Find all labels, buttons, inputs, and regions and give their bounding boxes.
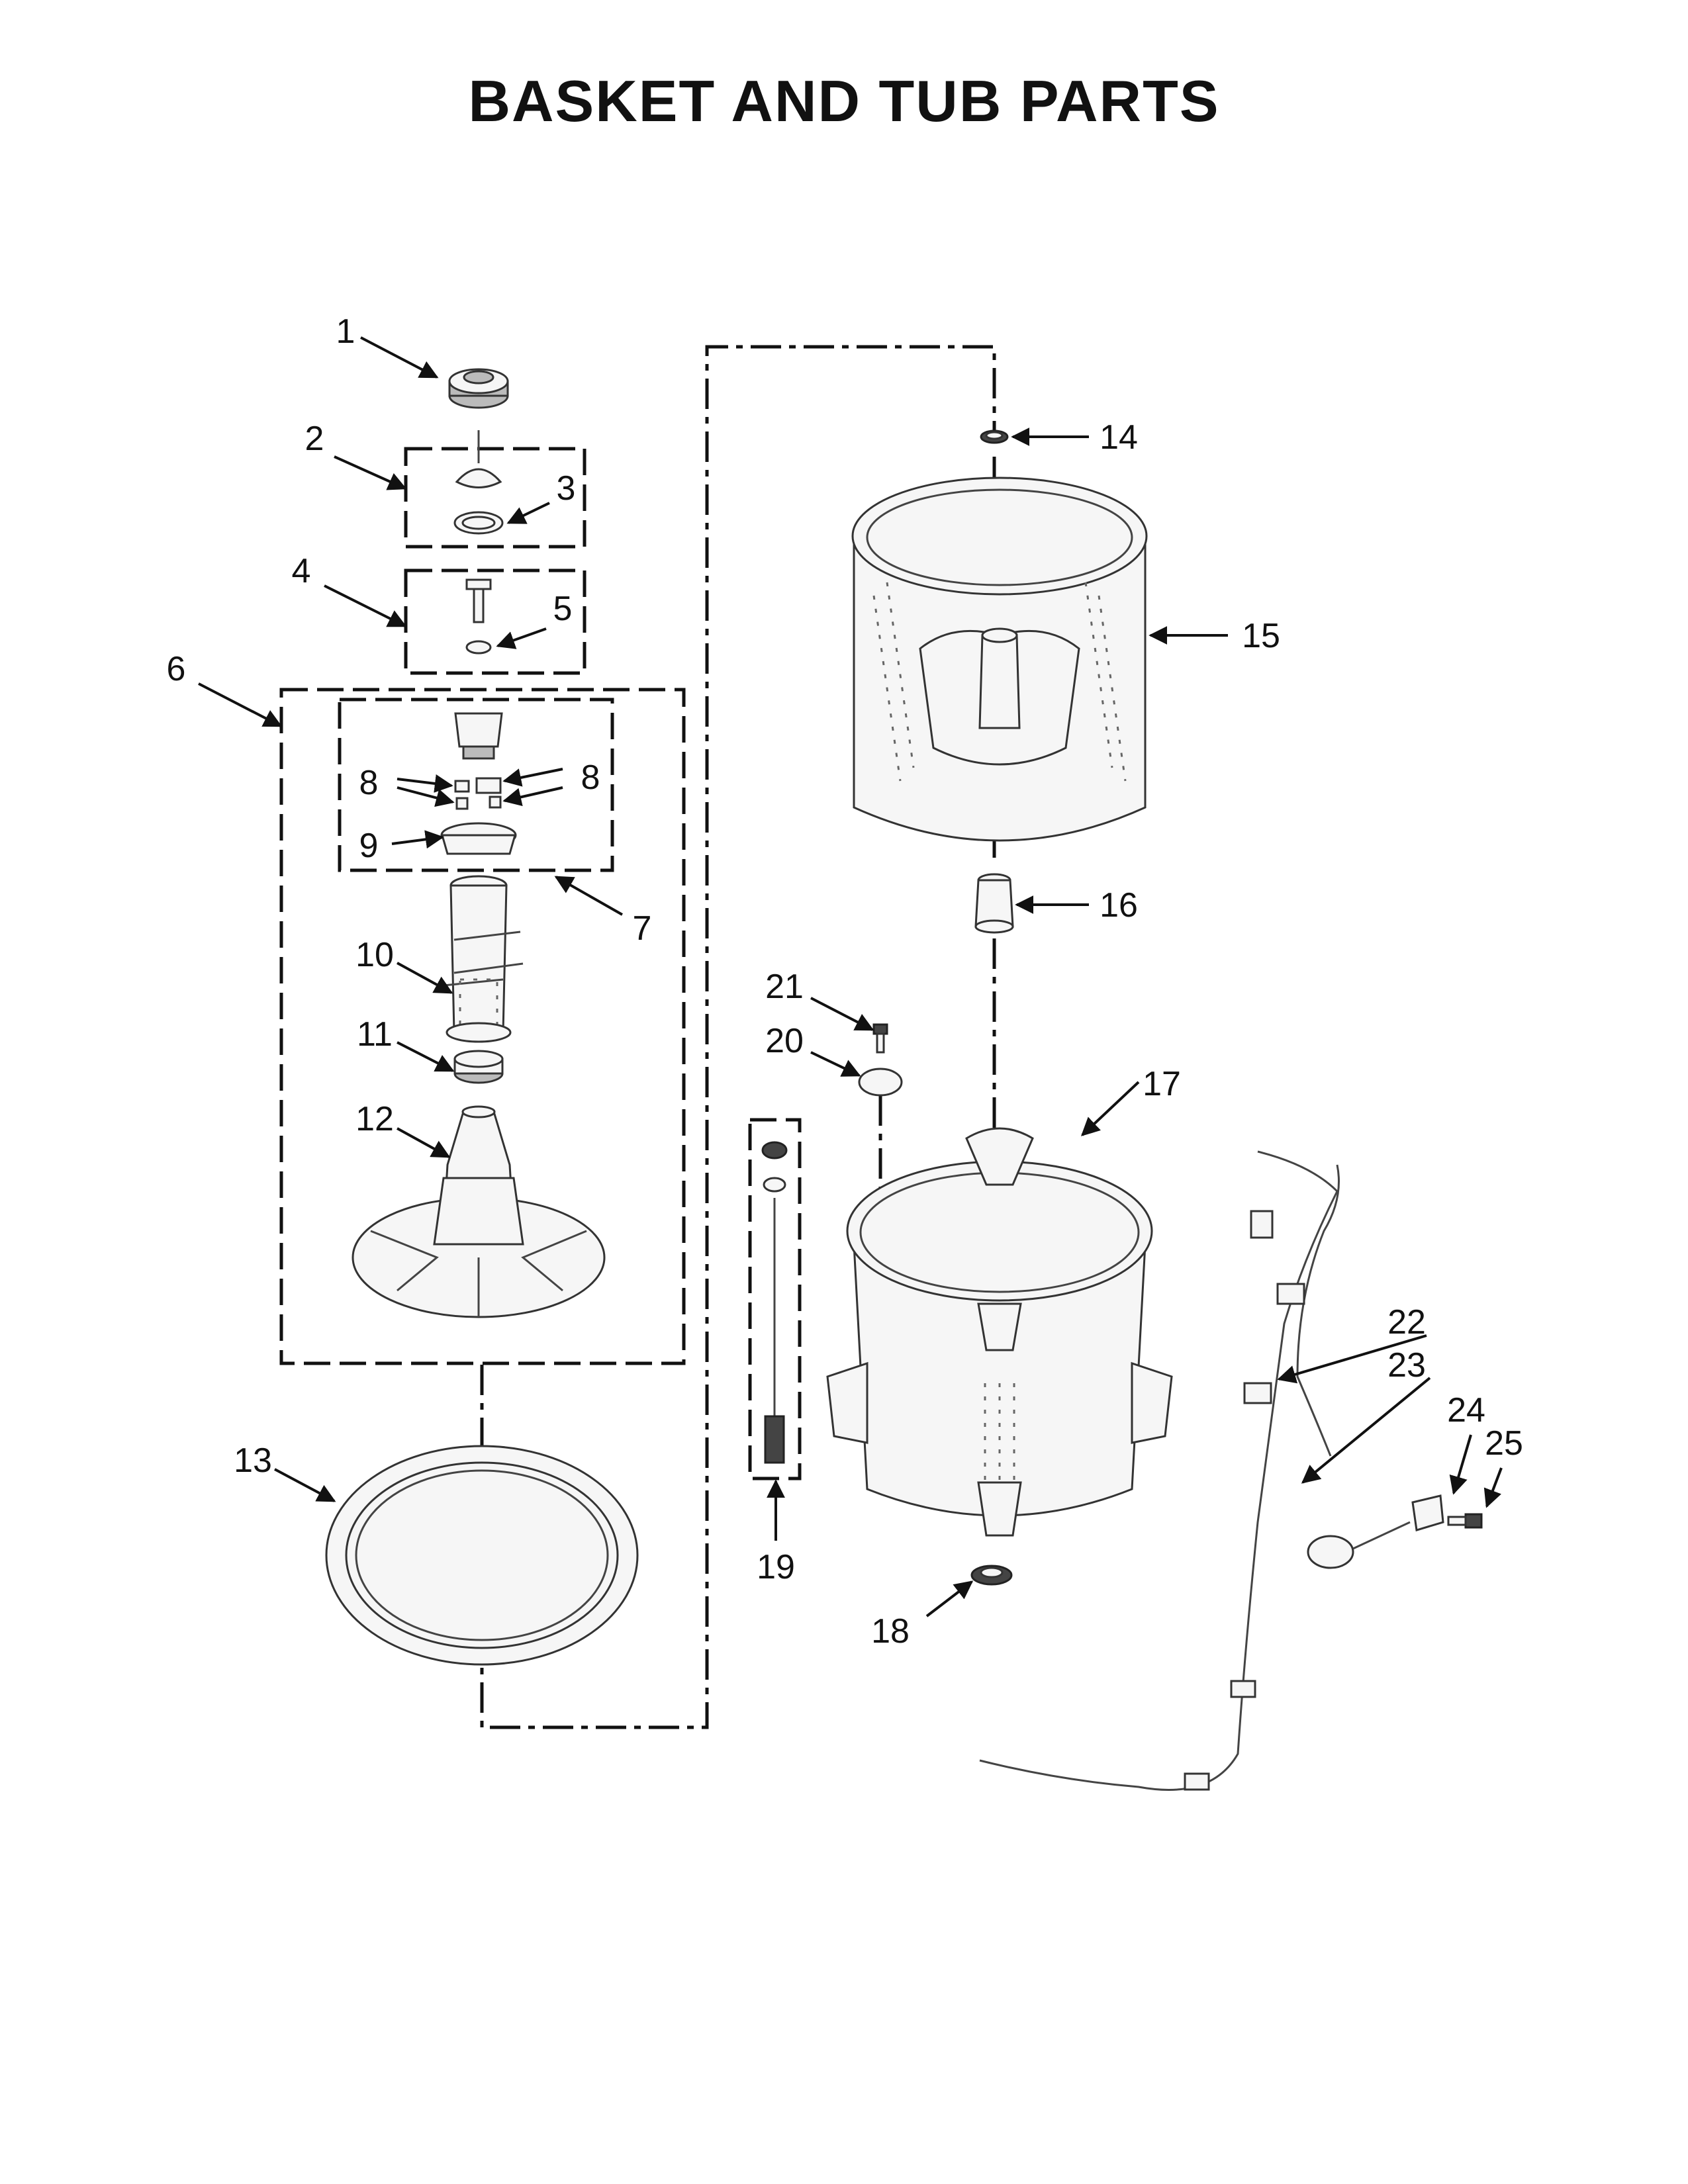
assembly-line-left bbox=[480, 345, 996, 1729]
part-14-hub-nut bbox=[980, 430, 1009, 444]
callout-16: 16 bbox=[1100, 886, 1138, 925]
callout-8-right: 8 bbox=[581, 758, 600, 797]
leader-17 bbox=[1080, 1081, 1140, 1136]
group-box-7 bbox=[338, 698, 614, 872]
callout-21: 21 bbox=[765, 968, 804, 1006]
callout-10: 10 bbox=[355, 936, 394, 974]
leader-12 bbox=[397, 1127, 451, 1158]
leader-8a-lower bbox=[397, 786, 455, 807]
part-10-auger bbox=[436, 875, 524, 1043]
part-24-clamp bbox=[1411, 1494, 1444, 1531]
group-box-6 bbox=[279, 688, 686, 1365]
diagram-title: BASKET AND TUB PARTS bbox=[468, 68, 1219, 134]
callout-18: 18 bbox=[871, 1612, 910, 1651]
part-12-impeller bbox=[352, 1105, 606, 1318]
callout-15: 15 bbox=[1242, 617, 1280, 655]
leader-8b-lower bbox=[502, 786, 563, 807]
callout-11: 11 bbox=[357, 1015, 393, 1054]
leader-1 bbox=[360, 336, 439, 379]
callout-8-left: 8 bbox=[359, 764, 379, 802]
part-23-harness-clip bbox=[1307, 1521, 1411, 1569]
leader-21 bbox=[810, 997, 874, 1031]
callout-7: 7 bbox=[633, 909, 652, 948]
part-2-cap-insert bbox=[455, 430, 502, 488]
part-5-washer bbox=[465, 640, 492, 655]
leader-24 bbox=[1449, 1434, 1472, 1495]
part-25-screw bbox=[1447, 1513, 1483, 1529]
leader-11 bbox=[397, 1041, 455, 1072]
callout-12: 12 bbox=[355, 1100, 394, 1138]
callout-1: 1 bbox=[336, 312, 355, 351]
part-1-agitator-cap bbox=[448, 368, 509, 409]
leader-25 bbox=[1483, 1467, 1503, 1508]
leader-9 bbox=[391, 830, 444, 849]
callout-25: 25 bbox=[1485, 1424, 1523, 1463]
callout-23: 23 bbox=[1387, 1346, 1426, 1385]
part-11-bearing bbox=[453, 1050, 504, 1084]
leader-22 bbox=[1277, 1334, 1427, 1384]
part-18-tub-seal bbox=[970, 1565, 1013, 1586]
callout-5: 5 bbox=[553, 590, 573, 628]
leader-13 bbox=[274, 1468, 336, 1502]
part-17-outer-tub bbox=[826, 1127, 1173, 1537]
callout-6: 6 bbox=[167, 650, 186, 688]
callout-4: 4 bbox=[292, 552, 311, 590]
group-box-19 bbox=[748, 1118, 802, 1480]
leader-23 bbox=[1301, 1377, 1431, 1484]
callout-9: 9 bbox=[359, 827, 379, 865]
leader-18 bbox=[925, 1580, 974, 1617]
leader-3 bbox=[506, 502, 550, 524]
part-3-seal-ring bbox=[453, 511, 504, 535]
leader-20 bbox=[810, 1051, 861, 1077]
part-16-drive-bushing bbox=[974, 873, 1014, 934]
group-box-2 bbox=[404, 447, 586, 549]
callout-2: 2 bbox=[305, 420, 324, 458]
callout-20: 20 bbox=[765, 1022, 804, 1060]
part-22-wire-harness bbox=[979, 1150, 1340, 1791]
leader-2 bbox=[334, 455, 407, 490]
leader-8b-upper bbox=[502, 768, 563, 787]
callout-13: 13 bbox=[234, 1441, 272, 1480]
callout-14: 14 bbox=[1100, 418, 1138, 457]
callout-22: 22 bbox=[1387, 1303, 1426, 1342]
leader-4 bbox=[324, 584, 407, 627]
leader-6 bbox=[198, 682, 283, 727]
part-13-balance-ring bbox=[325, 1445, 639, 1666]
part-20-cover-plate bbox=[858, 1068, 903, 1097]
leader-5 bbox=[496, 627, 547, 649]
leader-8a-upper bbox=[397, 774, 453, 793]
leader-7 bbox=[554, 876, 623, 916]
callout-19: 19 bbox=[757, 1548, 795, 1586]
callout-3: 3 bbox=[557, 469, 576, 508]
leader-10 bbox=[397, 962, 453, 994]
part-15-wash-basket bbox=[851, 477, 1148, 842]
part-19-pressure-tube bbox=[761, 1141, 788, 1464]
part-4-bolt bbox=[465, 578, 492, 623]
callout-17: 17 bbox=[1143, 1065, 1181, 1103]
part-21-screw bbox=[872, 1023, 888, 1054]
callout-24: 24 bbox=[1447, 1391, 1485, 1430]
part-7-cam-kit bbox=[440, 712, 517, 855]
